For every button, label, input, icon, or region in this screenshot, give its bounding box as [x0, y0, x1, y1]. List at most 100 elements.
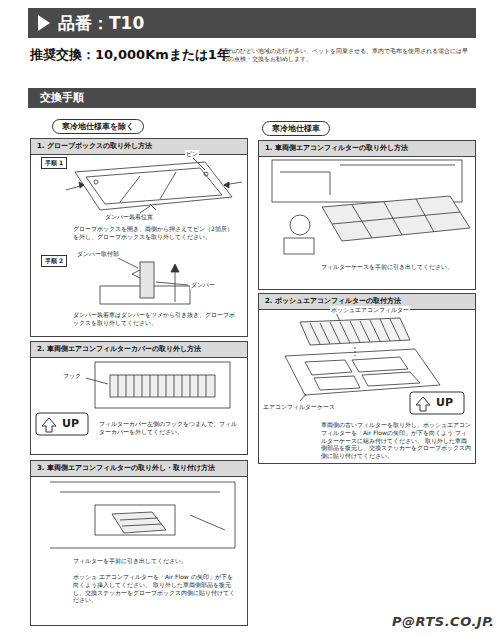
bosch-filter-sketch — [380, 319, 390, 341]
bosch-filter-sketch — [360, 321, 370, 342]
filter-case-sketch — [290, 215, 310, 235]
part-label: エアコンフィルターケース — [262, 403, 336, 411]
filter-cover-sketch — [158, 375, 159, 397]
instruction-text: フィルターケースを手前に引き出してください。 — [321, 263, 471, 271]
recommendation: 推奨交換：10,000Kmまたは1年 — [30, 47, 230, 64]
step-box: 1. 車両側エアコンフィルターの取り外し方法フィルターケースを手前に引き出してく… — [258, 140, 476, 290]
bosch-filter-sketch — [340, 322, 350, 343]
note-text: 汚れのひどい地域の走行が多い、ペットを同乗させる、車内で毛布を使用される場合には… — [222, 47, 472, 63]
logo-text: P@RTS.CO.JP. — [392, 614, 494, 631]
filter-slot-sketch — [95, 505, 175, 535]
filter-cover-sketch — [206, 375, 207, 397]
bosch-filter-sketch — [362, 372, 420, 386]
damper-sketch — [132, 270, 140, 278]
filter-cover-sketch — [142, 375, 143, 397]
category-pill: 寒冷地仕様車を除く — [52, 119, 144, 134]
glovebox-sketch — [140, 206, 150, 213]
bosch-filter-sketch — [320, 323, 330, 344]
title-text: 品番：T10 — [58, 8, 144, 38]
glovebox-sketch — [120, 176, 140, 202]
instruction-text: フィルターを手前に引き出してください。 — [73, 557, 233, 565]
filter-slot-sketch — [60, 492, 220, 493]
up-icon — [416, 397, 430, 411]
filter-case-sketch — [280, 165, 455, 195]
bosch-filter-sketch — [285, 313, 440, 401]
filter-case-sketch — [272, 160, 470, 254]
step-header: 1. 車両側エアコンフィルターの取り外し方法 — [259, 141, 475, 157]
step-header: 3. 車両側エアコンフィルターの取り外し・取り付け方法 — [31, 461, 247, 477]
bosch-filter-sketch — [310, 323, 320, 344]
category-text: 寒冷地仕様車を除く — [62, 121, 134, 132]
filter-slot-sketch — [50, 482, 235, 548]
section-title: 交換手順 — [28, 88, 476, 108]
part-label: ダンパー取付部 — [76, 250, 120, 258]
instruction-text: ダンパー装着車はダンパーをツメから引き抜き、グローブボックスを取り外してください… — [73, 311, 235, 327]
damper-sketch — [171, 264, 179, 272]
title-bar — [28, 8, 476, 38]
step-tag: 手順 1 — [41, 157, 67, 169]
glovebox-sketch — [75, 162, 232, 210]
bosch-filter-sketch — [285, 349, 440, 395]
filter-cover-sketch — [198, 375, 199, 397]
glovebox-sketch — [94, 180, 98, 184]
category-pill: 寒冷地仕様車 — [262, 121, 330, 136]
filter-case-sketch — [332, 212, 460, 224]
glovebox-sketch — [160, 172, 176, 199]
step-box: 2. 車両側エアコンフィルターカバーの取り外し方法フィルターカバー左側のフックを… — [30, 341, 248, 455]
filter-cover-sketch — [118, 375, 119, 397]
step-box: 1. グローブボックスの取り外し方法グローブボックスを開き、両側から押さえてピン… — [30, 138, 248, 337]
instruction-text: グローブボックスを開き、両側から押さえてピン（2箇所）を外し、グローブボックスを… — [73, 225, 233, 241]
glovebox-sketch — [66, 158, 242, 213]
up-icon — [410, 392, 464, 414]
up-icon — [42, 418, 56, 432]
filter-slot-sketch — [120, 518, 158, 520]
part-label: ダンパー — [190, 281, 216, 289]
damper-sketch — [100, 258, 190, 304]
step-header: 1. グローブボックスの取り外し方法 — [31, 139, 247, 155]
glovebox-sketch — [86, 168, 222, 204]
up-icon — [410, 392, 464, 414]
up-icon — [36, 413, 88, 435]
step-header: 2. 車両側エアコンフィルターカバーの取り外し方法 — [31, 342, 247, 358]
damper-sketch — [156, 282, 188, 285]
filter-case-sketch — [322, 196, 470, 241]
filter-cover-sketch — [126, 375, 127, 397]
filter-cover-sketch — [166, 375, 167, 397]
part-label: ピン — [185, 150, 199, 158]
part-label: ダンパー装着位置 — [104, 213, 154, 221]
damper-sketch — [118, 258, 138, 268]
glovebox-sketch — [224, 182, 229, 188]
bosch-filter-sketch — [355, 347, 356, 356]
part-label: フック — [62, 372, 82, 380]
bosch-filter-sketch — [300, 318, 410, 345]
filter-slot-sketch — [122, 524, 162, 526]
instruction-text: フィルターカバー左側のフックをつまんで、フィルターカバーを外してください。 — [99, 420, 239, 436]
instruction-text: ボッシュ エアコンフィルターを「Air Flow の矢印」が下を向くよう挿入して… — [73, 573, 238, 604]
filter-cover-sketch — [86, 362, 230, 408]
damper-sketch — [140, 262, 154, 298]
filter-cover-sketch — [86, 378, 108, 384]
filter-cover-sketch — [182, 375, 183, 397]
instruction-text: 車両側の古いフィルターを取り外し、ボッシュエアコンフィルターを「Air Flow… — [321, 421, 471, 460]
bosch-filter-sketch — [336, 313, 340, 321]
section-band: 交換手順 — [28, 88, 476, 108]
glovebox-sketch — [150, 204, 156, 210]
up-icon — [36, 413, 88, 435]
part-label: ボッシュエアコンフィルター — [330, 306, 410, 314]
bosch-filter-sketch — [305, 360, 352, 375]
filter-cover-sketch — [174, 375, 175, 397]
up-icon-text: UP — [62, 417, 79, 431]
up-icon-text: UP — [436, 396, 453, 410]
step-tag: 手順 2 — [41, 255, 67, 267]
glovebox-sketch — [193, 158, 205, 170]
filter-case-sketch — [272, 160, 462, 202]
bosch-filter-sketch — [350, 321, 360, 342]
step-box: 2. ボッシュエアコンフィルターの取付方法車両側の古いフィルターを取り外し、ボッ… — [258, 293, 476, 464]
bosch-filter-sketch — [370, 320, 380, 341]
bosch-filter-sketch — [300, 394, 306, 401]
filter-cover-sketch — [95, 362, 230, 408]
filter-case-sketch — [284, 238, 314, 254]
damper-sketch — [175, 270, 176, 302]
step-tag-text: 手順 1 — [45, 159, 63, 167]
